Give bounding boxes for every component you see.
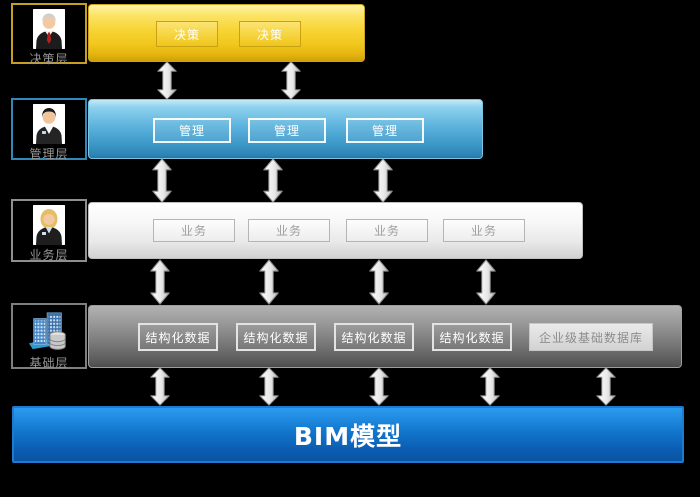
bidirectional-arrow [259,367,279,406]
management-layer-bar: 管理 管理 管理 [88,99,483,159]
business-layer-legend: 业务层 [11,199,87,262]
foundation-layer-legend: 基础层 [11,303,87,370]
enterprise-database-node: 企业级基础数据库 [529,323,653,351]
foundation-layer-bar: 结构化数据 结构化数据 结构化数据 结构化数据 企业级基础数据库 [88,305,682,368]
business-node: 业务 [153,219,235,242]
bim-model-label: BIM模型 [293,421,403,451]
management-node: 管理 [346,118,424,143]
bidirectional-arrow [150,367,170,406]
bidirectional-arrow [369,259,389,305]
management-node: 管理 [248,118,326,143]
bidirectional-arrow [476,259,496,305]
structured-data-node: 结构化数据 [138,323,218,351]
structured-data-node: 结构化数据 [334,323,414,351]
decision-layer-legend: 决策层 [11,3,87,66]
management-node: 管理 [153,118,231,143]
business-layer-bar: 业务 业务 业务 业务 [88,202,583,259]
bidirectional-arrow [152,158,172,203]
management-layer-legend: 管理层 [11,98,87,161]
decision-layer-bar: 决策 决策 [88,4,365,62]
staff-avatar-icon [33,205,65,245]
decision-node: 决策 [239,21,301,47]
bidirectional-arrow [259,259,279,305]
management-layer-label: 管理层 [29,147,69,161]
bidirectional-arrow [150,259,170,305]
decision-node: 决策 [156,21,218,47]
bidirectional-arrow [480,367,500,406]
manager-avatar-icon [33,104,65,144]
bidirectional-arrow [157,61,177,100]
bidirectional-arrow [369,367,389,406]
bidirectional-arrow [373,158,393,203]
bidirectional-arrow [263,158,283,203]
structured-data-node: 结构化数据 [236,323,316,351]
business-node: 业务 [346,219,428,242]
bidirectional-arrow [596,367,616,406]
structured-data-node: 结构化数据 [432,323,512,351]
bim-model-bar: BIM模型 [12,406,684,463]
buildings-database-icon [25,309,73,353]
bidirectional-arrow [281,61,301,100]
business-layer-label: 业务层 [29,248,69,262]
executive-avatar-icon [33,9,65,49]
business-node: 业务 [443,219,525,242]
decision-layer-label: 决策层 [29,52,69,66]
foundation-layer-label: 基础层 [29,356,69,370]
business-node: 业务 [248,219,330,242]
